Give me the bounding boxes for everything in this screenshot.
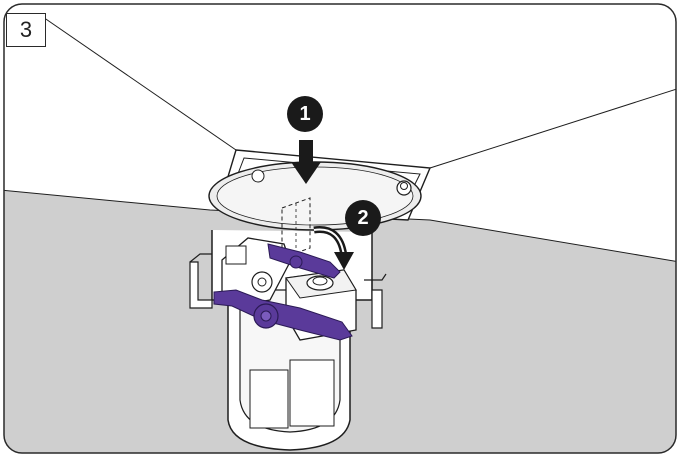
callout-1-label: 1 xyxy=(299,102,311,125)
press-down-arrow-icon xyxy=(291,140,321,184)
highlighted-latch xyxy=(213,289,353,341)
callout-2: 2 xyxy=(345,200,381,236)
callout-1: 1 xyxy=(287,96,323,132)
rotate-arrow-icon xyxy=(313,226,354,270)
step-number: 3 xyxy=(19,17,33,42)
callout-2-label: 2 xyxy=(357,206,369,229)
illustration-frame xyxy=(3,3,677,454)
step-number-box: 3 xyxy=(6,13,46,47)
